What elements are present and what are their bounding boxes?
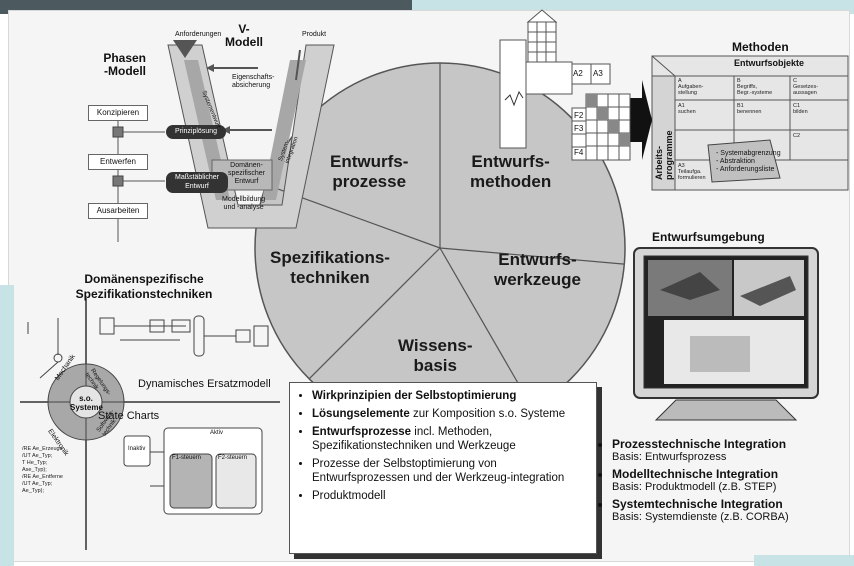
dst-quadrants [20, 298, 280, 550]
phase-entwerfen: Entwerfen [88, 154, 148, 170]
v-anforderungen: Anforderungen [175, 31, 222, 38]
methoden-arbeitsprogramme: Arbeits- programme [654, 130, 674, 180]
knowledge-item-2-rest: zur Komposition s.o. Systeme [409, 408, 566, 420]
umgebung-item-1-title: Prozesstechnische Integration [612, 437, 787, 451]
knowledge-item-5: Produktmodell [312, 489, 592, 503]
umgebung-item-2-sub: Basis: Produktmodell (z.B. STEP) [612, 481, 777, 493]
grid-f3: F3 [574, 124, 584, 133]
methoden-title: Methoden [732, 40, 789, 54]
matrix-col-c: C Gesetzes- aussagen [793, 78, 819, 96]
knowledge-item-3: Entwurfsprozesse incl. Methoden, Spezifi… [312, 425, 592, 453]
methoden-matrix [630, 55, 849, 191]
state-inaktiv: Inaktiv [128, 446, 146, 452]
pie-divider-3 [439, 247, 534, 409]
phase-konzipieren: Konzipieren [88, 105, 148, 121]
state-chart-sketch [123, 427, 263, 515]
popup-line-3: - Anforderungsliste [716, 166, 775, 173]
knowledge-item-4-rest: Prozesse der Selbstoptimierung von Entwu… [312, 458, 565, 484]
dst-center-systeme: s.o. Systeme [70, 394, 103, 412]
pie-label-prozesse: Entwurfs- prozesse [330, 152, 409, 191]
v-domaenen: Domänen- spezifischer Entwurf [228, 162, 265, 185]
state-aktiv: Aktiv [210, 430, 224, 436]
grid-f2: F2 [574, 111, 584, 120]
state-f2: F2-steuern [218, 455, 248, 461]
state-f1: F1-steuern [172, 455, 202, 461]
dst-title: Domänenspezifische Spezifikationstechnik… [75, 272, 213, 301]
knowledge-item-1-bold: Wirkprinzipien der Selbstoptimierung [312, 390, 517, 402]
mechanics-sketch [27, 318, 63, 379]
pie-label-wissen: Wissens- basis [398, 336, 473, 375]
umgebung-item-1-sub: Basis: Entwurfsprozess [612, 451, 727, 463]
matrix-popup: - Systemabgrenzung - Abstraktion - Anfor… [716, 150, 781, 174]
bottom-accent-strip [754, 555, 854, 566]
pie-label-werkzeuge: Entwurfs- werkzeuge [494, 250, 581, 289]
knowledge-item-2: Lösungselemente zur Komposition s.o. Sys… [312, 407, 592, 421]
matrix-col-b: B Begriffs, Begr.-systeme [737, 78, 773, 96]
v-eigenschaft: Eigenschafts- absicherung [232, 74, 275, 89]
v-produkt: Produkt [302, 31, 327, 38]
knowledge-item-4: Prozesse der Selbstoptimierung von Entwu… [312, 457, 592, 485]
popup-line-2: - Abstraktion [716, 158, 755, 165]
matrix-b1: B1 benennen [737, 103, 762, 115]
knowledge-item-5-rest: Produktmodell [312, 490, 386, 502]
function-grid [499, 9, 631, 161]
monitor-drawing [633, 247, 819, 421]
v-model-title: V- Modell [225, 22, 263, 49]
phasen-modell-title: Phasen -Modell [103, 51, 146, 78]
pill-prinzipl: Prinziplösung [166, 125, 226, 139]
methoden-entwurfsobjekte: Entwurfsobjekte [734, 58, 805, 68]
left-accent-strip [0, 285, 14, 566]
phase-model-lines [112, 120, 165, 242]
pie-label-methoden: Entwurfs- methoden [470, 152, 552, 191]
dst-statecharts: State Charts [98, 410, 160, 422]
grid-a2: A2 [573, 69, 583, 78]
ersatzmodell-sketch [99, 315, 269, 357]
pie-divider-4 [308, 247, 441, 380]
umgebung-item-3-sub: Basis: Systemdienste (z.B. CORBA) [612, 511, 789, 523]
v-modellbildung: Modellbildung und -analyse [222, 196, 266, 211]
knowledge-list-box: Wirkprinzipien der Selbstoptimierung Lös… [289, 382, 597, 554]
matrix-a1: A1 suchen [678, 103, 696, 115]
umgebung-item-3-title: Systemtechnische Integration [612, 497, 783, 511]
knowledge-item-1: Wirkprinzipien der Selbstoptimierung [312, 389, 592, 403]
matrix-a3: A3 Teilaufga. formulieren [678, 163, 706, 181]
umgebung-item-2-title: Modelltechnische Integration [612, 467, 779, 481]
matrix-c2: C2 [793, 133, 801, 139]
umgebung-title: Entwurfsumgebung [652, 230, 765, 244]
matrix-c1: C1 bilden [793, 103, 808, 115]
dst-code-snippet: /RE Ae_Erzeuge /UT Ae_Typ; T He_Typ; Ase… [22, 446, 63, 494]
pie-label-spezifikation: Spezifikations- techniken [270, 248, 390, 287]
matrix-col-a: A Aufgaben- stellung [678, 78, 704, 96]
knowledge-item-3-rest: incl. Methoden, Spezifikationstechniken … [312, 426, 516, 452]
dst-ersatzmodell: Dynamisches Ersatzmodell [138, 378, 271, 390]
knowledge-item-3-bold: Entwurfsprozesse [312, 426, 412, 438]
pie-divider-2 [439, 247, 625, 265]
grid-a3: A3 [593, 69, 603, 78]
pill-massstab: Maßstäblicher Entwurf [166, 172, 228, 193]
knowledge-item-2-bold: Lösungselemente [312, 408, 410, 420]
grid-f4: F4 [574, 148, 584, 157]
popup-line-1: - Systemabgrenzung [716, 150, 781, 157]
phase-ausarbeiten: Ausarbeiten [88, 203, 148, 219]
